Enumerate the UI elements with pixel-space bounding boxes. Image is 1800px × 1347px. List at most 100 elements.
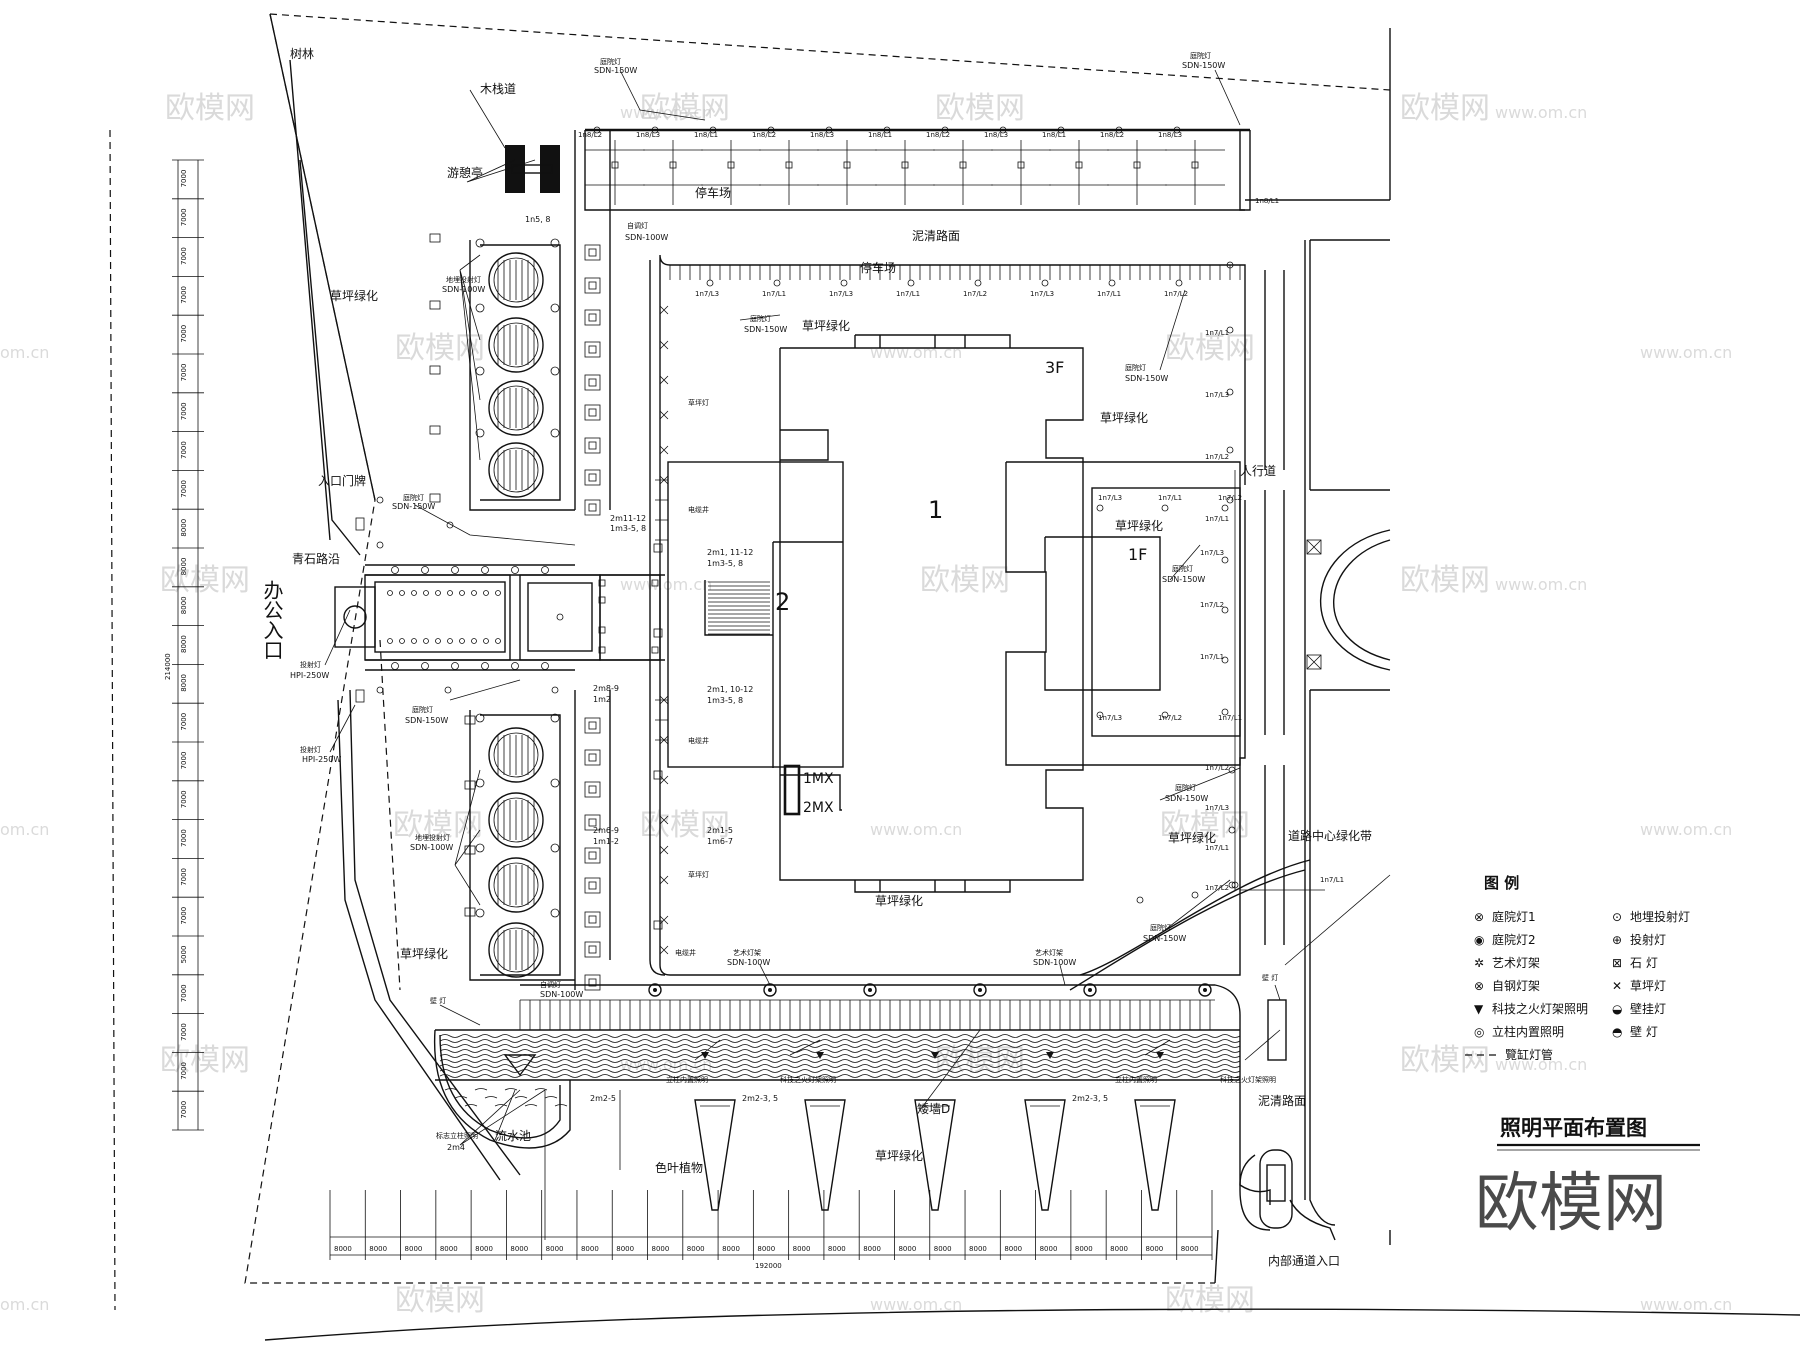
round-planter — [488, 252, 544, 308]
ground-proj-lamp — [429, 233, 441, 243]
circuit-tag: 1n7/L1 — [1205, 329, 1229, 337]
circuit-tag: 1n8/L2 — [1100, 131, 1124, 139]
ground-lamp-box — [584, 941, 601, 958]
garden-lamp — [376, 496, 384, 504]
corridor-square-lamp — [651, 646, 659, 654]
parking-lamp — [1017, 161, 1025, 169]
legend-label: 石 灯 — [1630, 956, 1658, 970]
corridor-lamp — [411, 638, 417, 644]
lawn-lamp-cross — [659, 375, 669, 385]
corridor-lamp — [471, 590, 477, 596]
spec-garden-curve: 庭院灯 — [1150, 923, 1171, 932]
left-dim-value: 7000 — [180, 364, 188, 382]
parking-lamp — [901, 161, 909, 169]
ground-lamp-core — [588, 313, 597, 322]
circuit-tag: 1n8/L2 — [578, 131, 602, 139]
round-planter-inner — [493, 732, 539, 778]
corridor-lamp — [391, 662, 399, 670]
legend-label: 投射灯 — [1630, 932, 1666, 947]
bottom-dim-value: 8000 — [546, 1245, 564, 1253]
corridor-lamp — [483, 638, 489, 644]
circuit-tag: 1n7/L1 — [1097, 290, 1121, 298]
road-lamp — [1108, 279, 1116, 287]
plaza-lamp — [475, 843, 485, 853]
circuit-tag: 1n7/L3 — [829, 290, 853, 298]
left-dim-total: 214000 — [164, 653, 172, 680]
legend-label: 庭院灯2 — [1492, 932, 1536, 947]
bottom-dim-value: 8000 — [1040, 1245, 1058, 1253]
lawn-lamp-cross — [659, 445, 669, 455]
ground-lamp-core — [588, 818, 597, 827]
plaza-lamp — [550, 843, 560, 853]
spec-garden-left-b: 庭院灯 — [412, 705, 433, 714]
label-lawn-right-top: 草坪绿化 — [1100, 410, 1148, 425]
plaza-lamp — [475, 366, 485, 376]
spec-auto-b: 自调灯 — [540, 980, 561, 989]
circuit-c9: 1m2 — [593, 695, 611, 704]
road-lamp — [1226, 261, 1234, 269]
path-lamp — [941, 126, 949, 134]
gate-post — [355, 517, 365, 531]
spec-auto: 自调灯 — [627, 221, 648, 230]
watermark-logo: 欧模网 — [165, 91, 255, 126]
round-planter — [488, 857, 544, 913]
bottom-strip — [433, 983, 1336, 1241]
bottom-dim-value: 8000 — [1110, 1245, 1128, 1253]
label-lawn-building-bottom: 草坪绿化 — [875, 893, 923, 908]
lamp-symbols — [355, 233, 1325, 917]
circuit-tag: 1n7/L1 — [1205, 844, 1229, 852]
pool-wave — [454, 1096, 468, 1099]
watermark-url: om.cn — [0, 343, 49, 362]
art-lamp-core — [1088, 988, 1092, 992]
round-planter-inner — [493, 447, 539, 493]
circuit-tag: 1n8/L2 — [926, 131, 950, 139]
dimension-chains: 7000700070007000700070007000700070008000… — [164, 159, 1213, 1270]
circuit-c2: 2m11-12 — [610, 514, 646, 523]
ground-proj-lamp — [429, 493, 441, 503]
spec-edge-light: 标志立柱照明 — [436, 1131, 478, 1140]
ground-lamp-core — [588, 978, 597, 987]
lawn-lamp-cross — [659, 410, 669, 420]
left-dim-value: 8000 — [180, 519, 188, 537]
water-hatch — [439, 1044, 1241, 1048]
circuit-tag: 1n7/L2 — [963, 290, 987, 298]
bottom-dim-value: 8000 — [1181, 1245, 1199, 1253]
bottom-dim-value: 8000 — [475, 1245, 493, 1253]
left-dim-value: 7000 — [180, 907, 188, 925]
plaza-lamp — [475, 713, 485, 723]
circuit-tag: 1n7/L2 — [1164, 290, 1188, 298]
spec-garden-inner: 庭院灯 — [1172, 564, 1193, 573]
spec-garden-inner-w: SDN-150W — [1162, 575, 1205, 584]
art-lamp-frame — [1083, 983, 1097, 997]
round-planter — [488, 922, 544, 978]
watermark-url: om.cn — [0, 820, 49, 839]
pavilion-block — [540, 145, 560, 193]
round-planter-inner — [493, 862, 539, 908]
legend-symbol: ✕ — [1612, 979, 1622, 993]
left-dim-value: 7000 — [180, 1023, 188, 1041]
spec-flood-2: 投射灯 — [300, 745, 321, 754]
corridor-lamp — [421, 662, 429, 670]
path-lamp — [1115, 126, 1123, 134]
ground-lamp-core — [588, 915, 597, 924]
ground-lamp-box — [584, 374, 601, 391]
garden-lamp — [1221, 504, 1229, 512]
circuit-tag: 1n8/L1 — [868, 131, 892, 139]
pool-wave — [504, 1088, 518, 1091]
circuit-tag: 1n7/L3 — [1205, 391, 1229, 399]
spec-garden-left-w: SDN-150W — [392, 502, 435, 511]
plaza-lamp — [475, 908, 485, 918]
ground-lamp-box — [584, 277, 601, 294]
label-slope-wall: 矮墙D — [917, 1102, 950, 1116]
corridor-lamp — [495, 590, 501, 596]
legend-label: 立柱内置照明 — [1492, 1024, 1564, 1039]
ground-lamp-box — [584, 974, 601, 991]
label-cable-well-3: 电缆井 — [675, 948, 696, 957]
watermark-logo: 欧模网 — [160, 563, 250, 598]
left-dim-value: 7000 — [180, 713, 188, 731]
legend-label: 壁 灯 — [1630, 1024, 1658, 1039]
round-planter — [488, 727, 544, 783]
label-tree-forest: 树林 — [290, 46, 314, 61]
left-dim-value: 5000 — [180, 946, 188, 964]
plaza-lamp — [475, 303, 485, 313]
